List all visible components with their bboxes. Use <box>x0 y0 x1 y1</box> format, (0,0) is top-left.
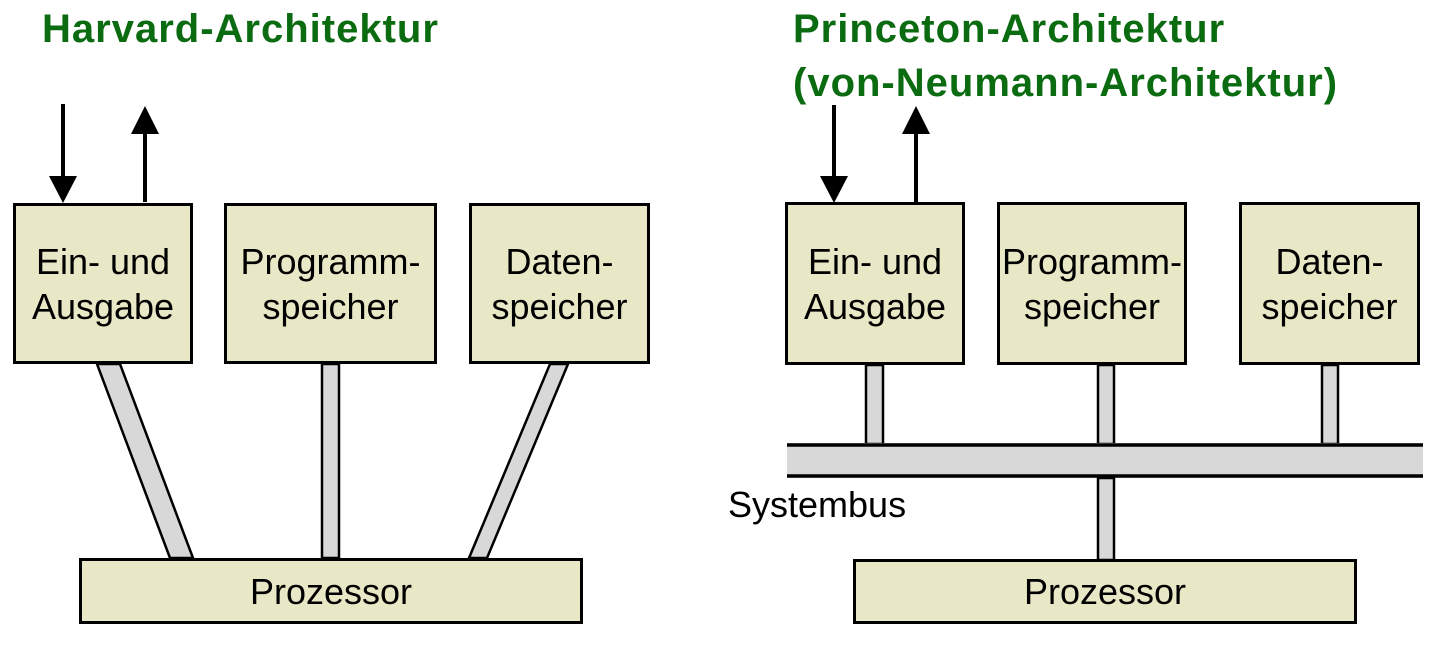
harvard-box-io-line1: Ein- und <box>35 240 171 282</box>
princeton-box-data-line1: Daten- <box>1275 240 1384 282</box>
harvard-box-data-line2: speicher <box>491 285 628 327</box>
harvard-box-program-line1: Programm- <box>240 240 421 282</box>
princeton-box-io-line1: Ein- und <box>807 240 943 282</box>
harvard-connector-program <box>320 362 341 560</box>
systembus-label: Systembus <box>728 484 907 525</box>
harvard-input-arrowhead-icon <box>49 176 77 203</box>
princeton-box-io-line2: Ausgabe <box>803 285 947 327</box>
harvard-title-line: Harvard-Architektur <box>42 7 439 51</box>
princeton-title-line2: (von-Neumann-Architektur) <box>793 61 1339 105</box>
princeton-box-program-line1: Programm- <box>1001 240 1183 282</box>
princeton-box-processor: Prozessor <box>853 559 1357 624</box>
harvard-box-io: Ein- und Ausgabe <box>13 203 193 364</box>
princeton-title: Princeton-Architektur (von-Neumann-Archi… <box>793 2 1338 110</box>
harvard-box-program-memory: Programm- speicher <box>224 203 437 364</box>
princeton-connector-processor <box>1096 476 1116 562</box>
princeton-box-io: Ein- und Ausgabe <box>785 202 965 365</box>
princeton-output-arrowhead-icon <box>902 106 930 134</box>
systembus-bar <box>787 443 1423 478</box>
harvard-connector-io <box>95 362 195 560</box>
harvard-box-data-line1: Daten- <box>505 240 614 282</box>
princeton-box-program-line2: speicher <box>1023 285 1161 327</box>
princeton-box-data-memory: Daten- speicher <box>1239 202 1420 365</box>
princeton-processor-label: Prozessor <box>1023 571 1187 612</box>
harvard-box-processor: Prozessor <box>79 558 583 624</box>
princeton-box-data-line2: speicher <box>1261 285 1398 327</box>
harvard-title: Harvard-Architektur <box>42 2 439 56</box>
harvard-box-data-memory: Daten- speicher <box>469 203 650 364</box>
harvard-box-io-line2: Ausgabe <box>31 285 175 327</box>
princeton-input-arrowhead-icon <box>820 176 848 203</box>
harvard-processor-label: Prozessor <box>249 570 413 612</box>
princeton-connector-program <box>1096 363 1116 446</box>
princeton-connector-data <box>1320 363 1340 446</box>
harvard-output-arrowhead-icon <box>131 106 159 134</box>
princeton-box-program-memory: Programm- speicher <box>997 202 1187 365</box>
princeton-connector-io <box>864 363 885 446</box>
princeton-title-line1: Princeton-Architektur <box>793 7 1226 51</box>
harvard-box-program-line2: speicher <box>262 285 399 327</box>
harvard-connector-data <box>467 362 570 560</box>
